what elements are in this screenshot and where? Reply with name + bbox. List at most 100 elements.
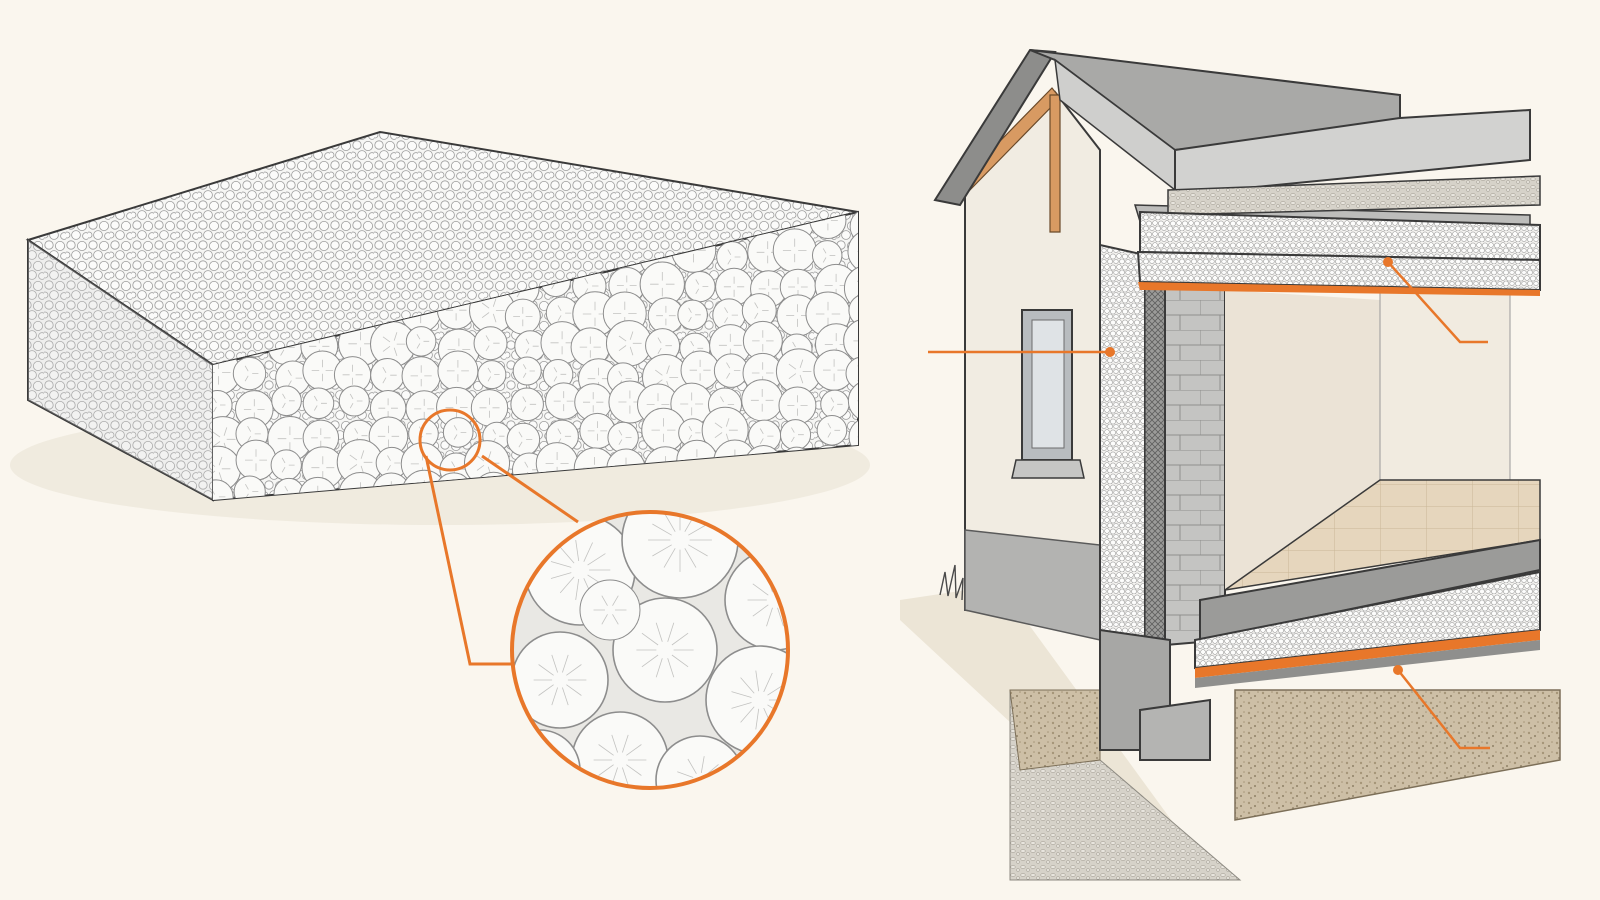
bead-cell-line [522,406,527,413]
bead-cell-line [622,767,629,786]
roof-insulation-callout [1383,257,1488,344]
bead [816,414,848,446]
bead-cell-line [754,312,759,319]
grass-tuft [939,564,964,601]
bead [847,380,858,422]
bead-cell-line [213,488,215,495]
foundation-footing [1139,698,1211,761]
bead-cell-line [584,277,589,284]
bead-cell-line [524,774,536,786]
bead-cell-line [657,347,662,355]
bead-cell-line [688,425,693,432]
bead-cell-line [453,434,458,440]
bead-cell-line [598,764,614,776]
bead [271,385,302,417]
bead-cell-line [688,307,692,313]
bead-cell-line [655,622,663,642]
bead-cell-line [727,249,732,255]
bead-cell-line [663,548,676,568]
window-sill [1011,459,1085,479]
floor-tiles [1224,479,1541,591]
bead-cell-line [677,771,694,778]
bead-cell-line [688,544,708,557]
bead-cell-line [538,664,554,676]
bead [302,387,335,420]
bead-cell-line [551,654,558,673]
bead [677,299,708,331]
house-cutaway [900,48,1561,881]
bead-cell-line [557,315,562,321]
bead-cell-line [544,774,556,786]
bead-cell-line [566,664,582,676]
bead-cell-line [861,303,864,308]
bead-cell-line [726,372,731,379]
bead-cell-line [763,672,773,693]
bead-cell-line [622,734,629,753]
bead-cell-line [759,438,764,444]
bead-cell-line [213,441,221,447]
wall-insulation-callout [928,347,1115,357]
bead-cell-line [655,369,663,376]
bead-cell-line [731,702,752,709]
bead-cell-line [282,393,286,399]
bead-cell-line [550,561,572,568]
bead-cell-line [282,402,286,409]
bead-cell-line [754,302,759,309]
bead-cell-line [759,428,764,435]
wall-insulation-panel [1099,243,1146,642]
bead-cell-line [695,279,700,285]
bead-cell-line [382,345,391,352]
bead [820,389,850,419]
soil-layer-left [1009,689,1101,771]
bead [270,449,302,481]
wood-fascia-vertical [1049,94,1061,233]
bead-cell-line [657,337,662,344]
bead [848,417,858,457]
bead-cell-line [416,343,421,349]
bead [470,389,509,427]
bead-cell-line [313,405,318,411]
bead-cell-line [451,461,456,468]
bead-cell-line [827,432,832,438]
roof-callout-dot [1383,257,1393,267]
bead-cell-line [752,583,769,596]
bead-cell-line [690,340,695,347]
bead-cell-line [481,302,490,309]
bead-cell-line [791,427,795,433]
roof-callout-line [1387,261,1488,344]
bead-cell-line [724,307,729,314]
bead-cell-line [714,422,723,429]
magnifier-leader-left [424,455,512,666]
bead-cell-line [788,363,797,370]
bead-cell-line [360,450,365,459]
floor-screed [1199,538,1541,642]
bead-cell-line [598,744,614,756]
bead-cell-line [349,454,358,461]
bead-cell-line [387,455,391,461]
bead-cell-line [700,787,705,788]
bead-cell-line [601,614,608,625]
bead-cell-line [518,431,523,438]
bead-cell-line [777,573,784,593]
bead-cell-line [724,317,729,324]
bead [405,326,437,357]
bead-cell-line [213,470,216,477]
bead-cell-line [666,365,670,375]
bead-cell-line [726,362,731,369]
bead-cell-line [213,397,217,404]
bead-cell-line [349,403,354,409]
bead-cell-line [629,346,634,356]
bead-cell-line [782,772,788,779]
bead-cell-line [481,312,490,319]
bead-cell-line [218,456,223,466]
bead-cell-line [799,374,804,384]
bead-cell-line [671,632,689,646]
bead-cell-line [804,755,813,766]
bead [506,422,541,457]
bead-cell-line [280,349,285,356]
bead-cell-line [557,305,562,311]
bead-cell-line [492,429,496,435]
bead-cell-line [553,367,558,373]
